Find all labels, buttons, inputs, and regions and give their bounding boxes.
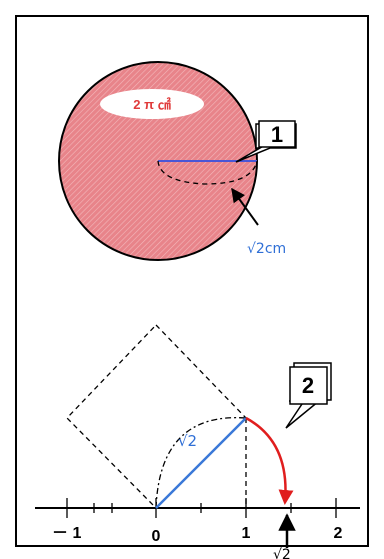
tick-label-0: 0 — [152, 528, 161, 545]
figure-frame — [15, 15, 369, 547]
diagonal-segment — [155, 417, 247, 509]
equator-dashed — [157, 160, 258, 185]
diagonal-label: √2 — [178, 432, 197, 450]
sphere-diagram: 2 π ㎠ √2cm 1 — [58, 61, 297, 261]
dashed-square — [66, 324, 247, 509]
dashdot-arc — [155, 417, 247, 509]
area-label: 2 π ㎠ — [133, 97, 170, 112]
svg-text:2: 2 — [302, 373, 314, 398]
tick-label-1: 1 — [242, 525, 251, 542]
callout-2: 2 — [285, 362, 332, 429]
tick-label-minus1: － 1 — [52, 525, 81, 542]
rotation-arc — [245, 416, 294, 505]
numberline-diagram: － 1 0 1 2 √2 √2 2 — [35, 324, 360, 559]
tick-label-2: 2 — [334, 525, 343, 542]
radius-label: √2cm — [247, 241, 286, 257]
sqrt2-position-label: √2 — [273, 547, 291, 559]
area-label-badge — [100, 89, 204, 119]
callout-1: 1 — [235, 120, 297, 163]
svg-text:1: 1 — [271, 122, 283, 147]
radius-pointer-arrow — [231, 187, 259, 226]
